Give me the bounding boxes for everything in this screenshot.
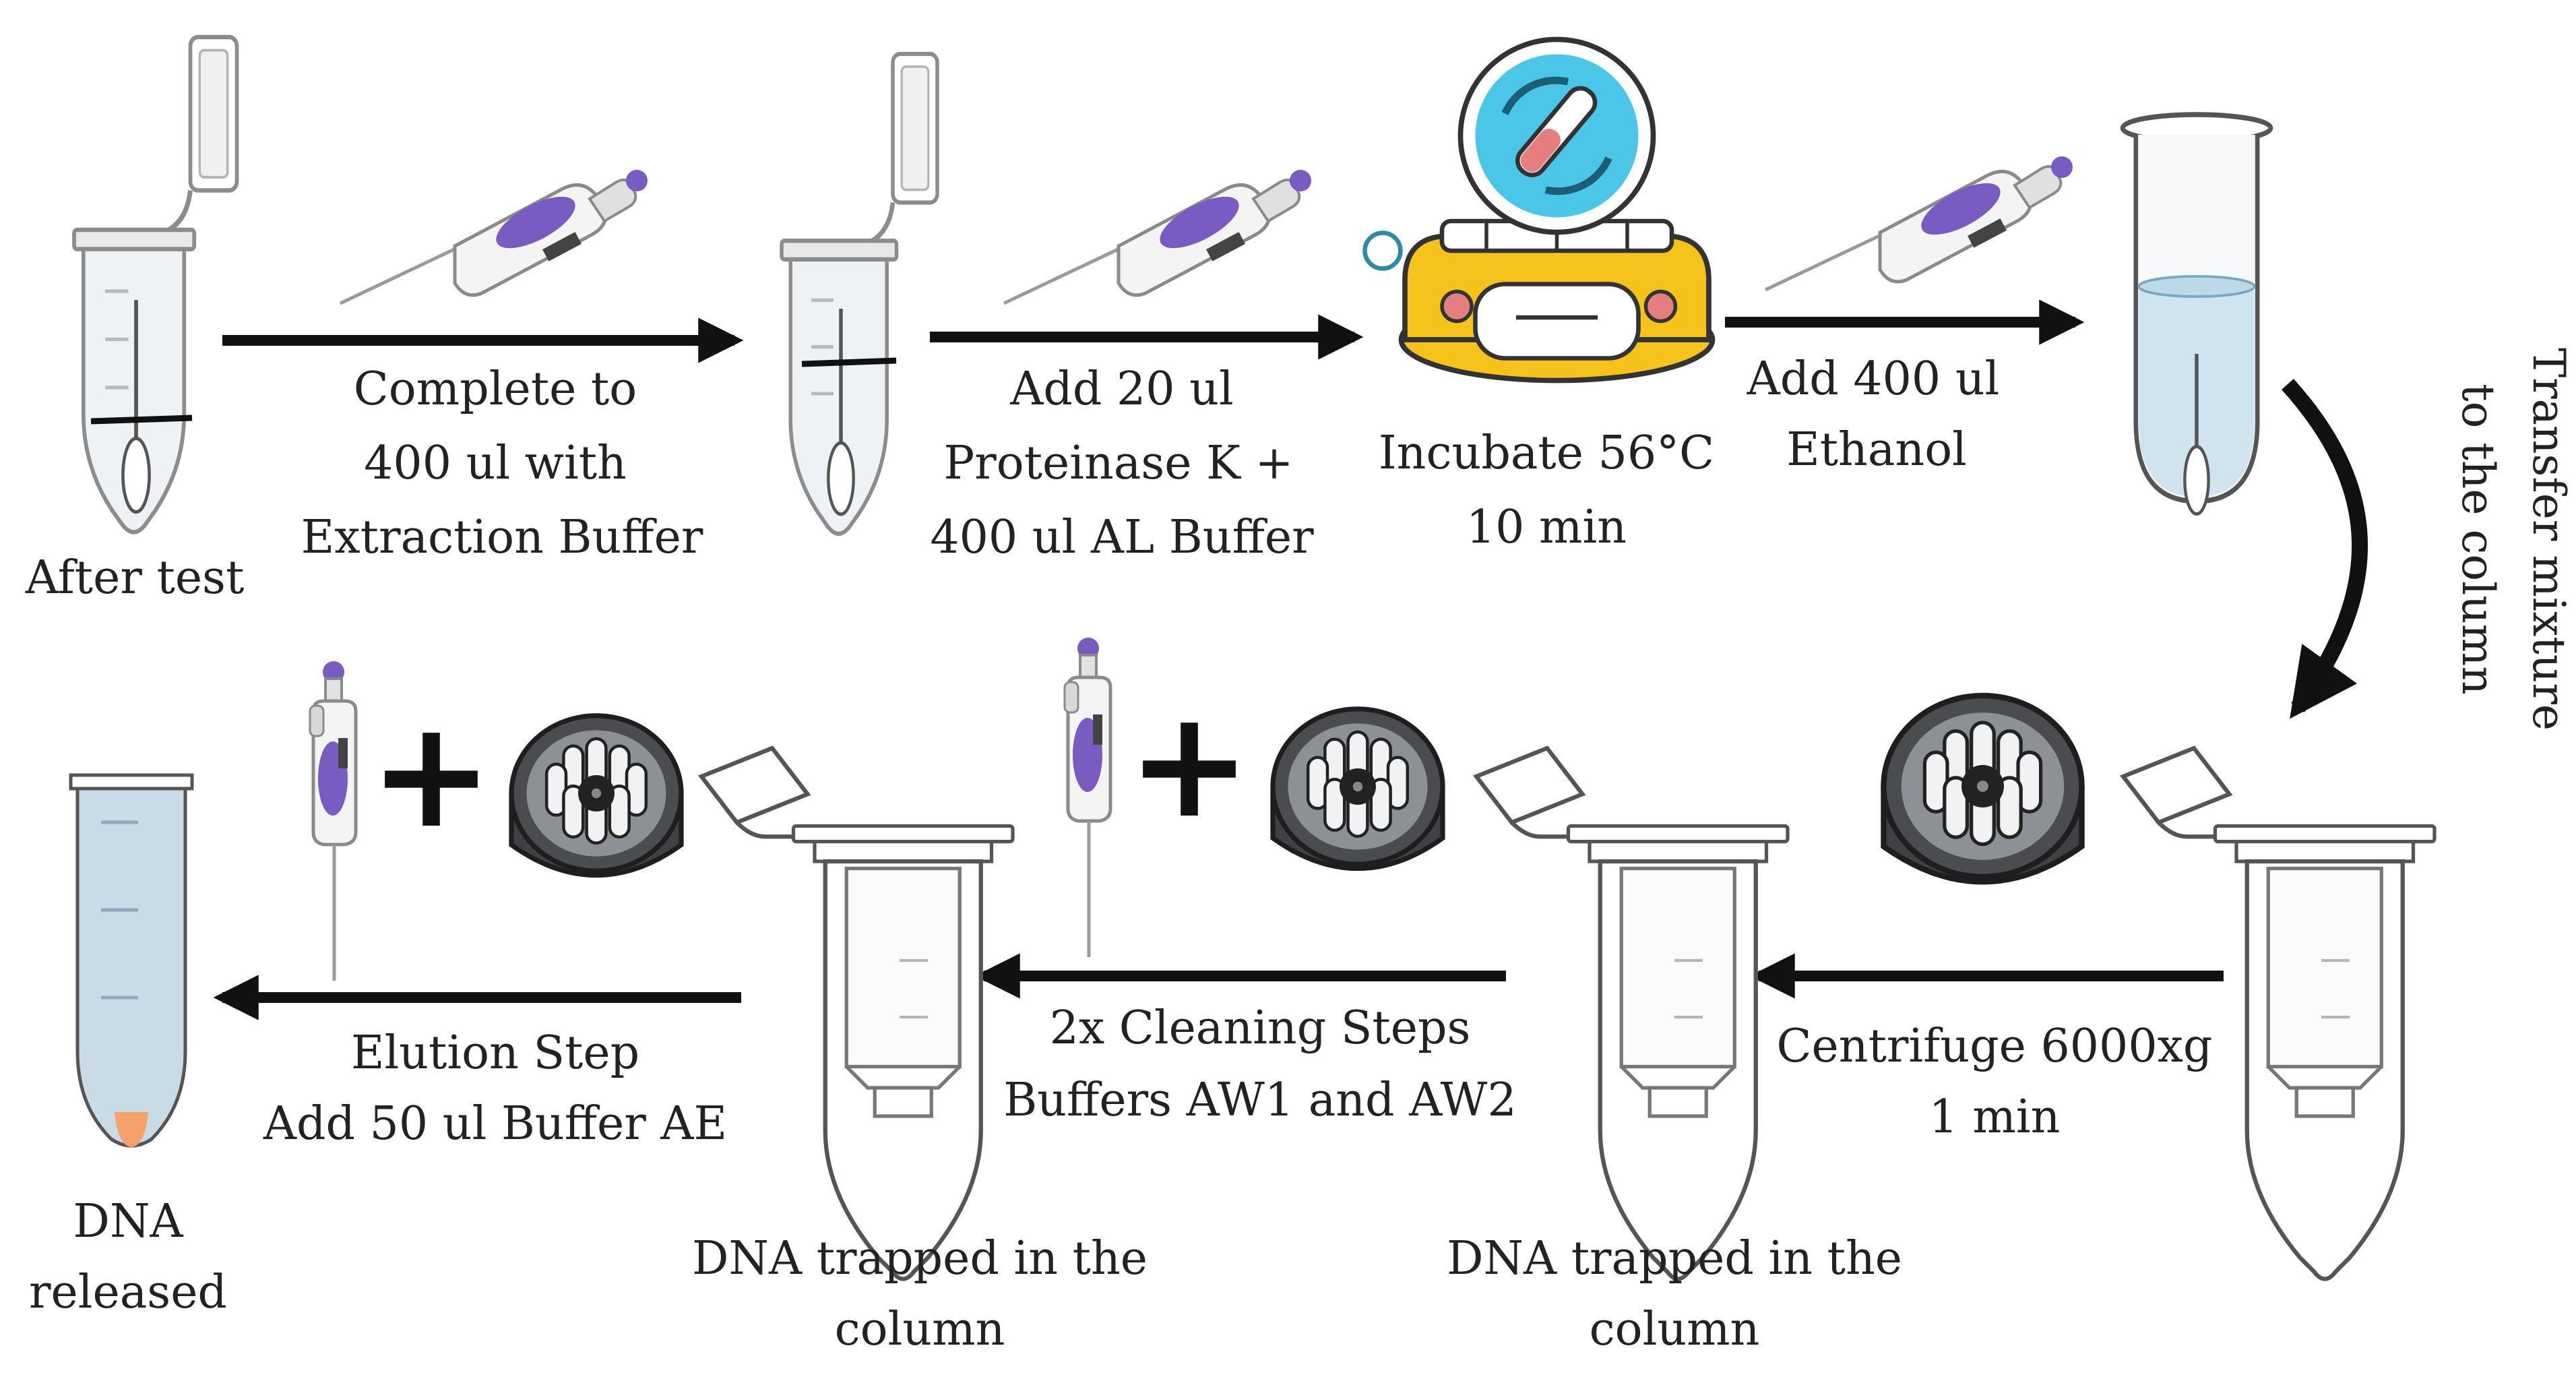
vertical-pipette-icon (310, 661, 356, 981)
plus-sign: + (369, 688, 493, 861)
label-after-test: After test (25, 551, 245, 605)
label-trapped-b-1: DNA trapped in the (1447, 1232, 1902, 1285)
label-released-2: released (29, 1266, 227, 1319)
label-add20-3: 400 ul AL Buffer (930, 511, 1314, 564)
label-add400-2: Ethanol (1786, 423, 1967, 477)
rotor-icon (511, 716, 681, 876)
label-add400-1: Add 400 ul (1747, 353, 2000, 406)
tube-icon (782, 54, 937, 534)
tube-after-test (74, 37, 237, 532)
label-cleaning-1: 2x Cleaning Steps (1050, 1002, 1471, 1055)
tube-dna-released (69, 773, 194, 1148)
rotor-icon (1273, 709, 1443, 869)
label-add20-1: Add 20 ul (1009, 363, 1233, 416)
level-mark (90, 415, 193, 425)
tube-icon (74, 37, 237, 532)
label-elution-2: Add 50 ul Buffer AE (263, 1097, 727, 1151)
label-trapped-a-1: DNA trapped in the (692, 1232, 1148, 1285)
pipette-icon (1765, 156, 2073, 290)
label-trapped-b-2: column (1590, 1303, 1760, 1356)
pipette-icon (340, 170, 648, 303)
label-cleaning-2: Buffers AW1 and AW2 (1003, 1074, 1516, 1127)
plus-sign: + (1127, 678, 1251, 851)
spin-column-icon (1476, 748, 1788, 1279)
label-incubate-2: 10 min (1466, 501, 1627, 554)
label-incubate-1: Incubate 56°C (1379, 427, 1714, 480)
label-centrifuge-1: Centrifuge 6000xg (1777, 1020, 2213, 1073)
label-complete-2: 400 ul with (364, 437, 627, 490)
level-mark (801, 357, 897, 367)
dna-pellet (115, 1112, 148, 1147)
label-centrifuge-2: 1 min (1929, 1091, 2061, 1144)
incubator-icon (1365, 40, 1713, 381)
label-elution-1: Elution Step (351, 1027, 639, 1080)
spin-column-icon (701, 748, 1013, 1279)
label-transfer-2: to the column (2452, 384, 2504, 695)
arrow-transfer (2282, 378, 2368, 719)
rotor-icon (1884, 696, 2082, 882)
label-complete-1: Complete to (354, 363, 637, 416)
vertical-pipette-icon (1065, 638, 1110, 957)
label-released-1: DNA (73, 1195, 183, 1248)
label-transfer-1: Transfer mixture (2523, 348, 2575, 731)
label-complete-3: Extraction Buffer (301, 511, 703, 564)
tube-icon (2123, 115, 2271, 514)
label-add20-2: Proteinase K + (944, 437, 1294, 490)
tube-completed (782, 54, 937, 534)
label-trapped-a-2: column (835, 1303, 1005, 1356)
spin-column-icon (2123, 748, 2434, 1279)
pipette-icon (1004, 170, 1311, 303)
